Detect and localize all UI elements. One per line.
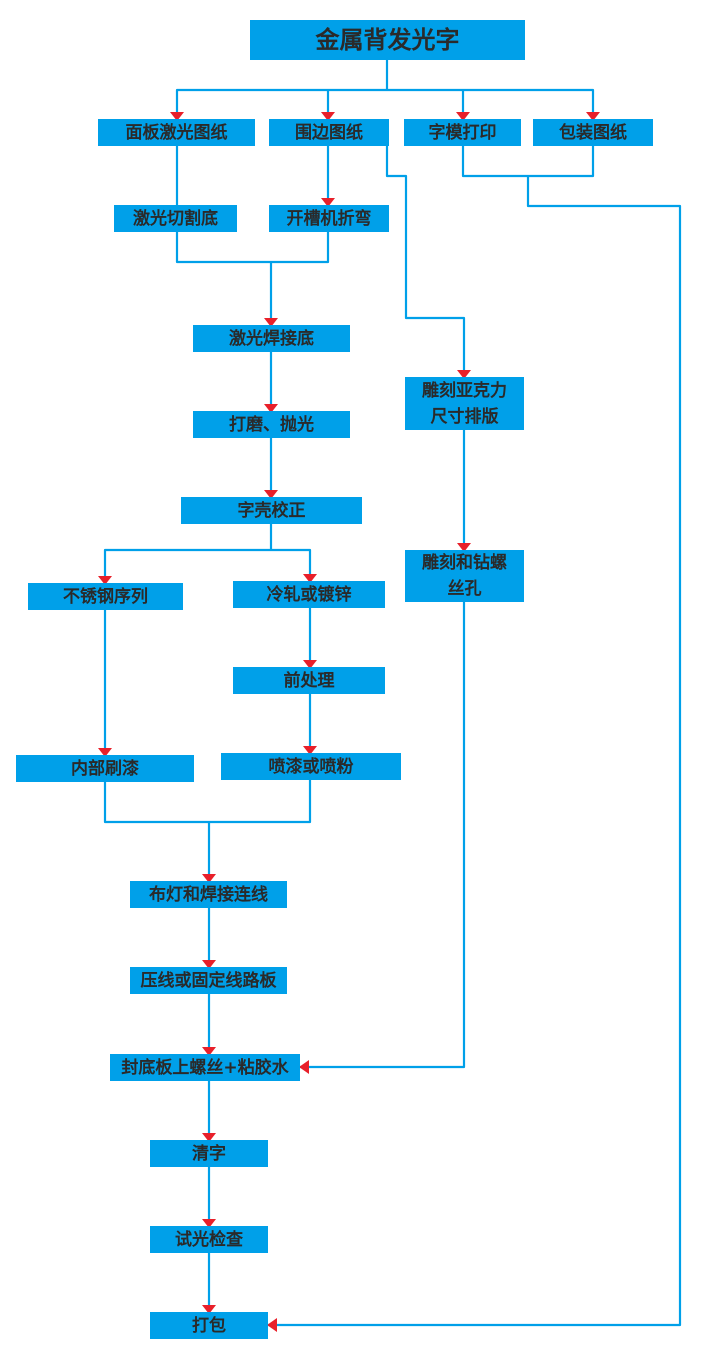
node-side-drawing: 围边图纸 [269,119,389,146]
arrow-icon [303,574,317,583]
arrow-icon [264,404,278,413]
node-fix-circuit-board: 压线或固定线路板 [130,967,287,994]
node-interior-painting: 内部刷漆 [16,755,194,782]
node-led-wiring: 布灯和焊接连线 [130,881,287,908]
node-panel-laser-drawing: 面板激光图纸 [98,119,255,146]
arrow-icon [202,960,216,969]
arrow-icon [98,748,112,757]
arrow-icon [202,1219,216,1228]
node-laser-weld-base: 激光焊接底 [193,325,350,352]
arrow-icon [303,660,317,669]
arrow-icon [264,490,278,499]
arrow-icon [98,576,112,585]
arrow-icon [267,1318,277,1332]
node-engrave-drill: 雕刻和钻螺 丝孔 [405,550,524,602]
node-label-line: 尺寸排版 [430,406,499,427]
node-stainless-series: 不锈钢序列 [28,583,183,610]
arrow-icon [299,1060,309,1074]
arrow-icon [586,112,600,121]
arrow-icon [264,318,278,327]
arrow-icon [456,112,470,121]
node-laser-cut-base: 激光切割底 [114,205,237,232]
node-packing: 打包 [150,1312,268,1339]
node-letter-mold-print: 字模打印 [404,119,521,146]
arrow-icon [457,370,471,379]
arrow-icon [170,112,184,121]
node-slotting-bending: 开槽机折弯 [269,205,389,232]
node-cold-rolled-galvanized: 冷轧或镀锌 [233,581,385,608]
node-shell-correction: 字壳校正 [181,497,362,524]
arrow-icon [321,198,335,207]
node-acrylic-engrave: 雕刻亚克力 尺寸排版 [405,377,524,430]
node-grinding-polishing: 打磨、抛光 [193,411,350,438]
node-clean-letters: 清字 [150,1140,268,1167]
arrowheads [98,112,600,1332]
arrow-icon [321,112,335,121]
arrow-icon [457,543,471,552]
arrow-icon [202,874,216,883]
arrow-icon [303,746,317,755]
node-label-line: 丝孔 [447,579,482,599]
node-label-line: 雕刻和钻螺 [422,553,507,573]
node-pretreatment: 前处理 [233,667,385,694]
arrow-icon [202,1133,216,1142]
arrow-icon [202,1047,216,1056]
arrow-icon [202,1305,216,1314]
node-packaging-drawing: 包装图纸 [533,119,653,146]
node-label-line: 雕刻亚克力 [422,380,507,401]
flowchart-title: 金属背发光字 [250,20,525,60]
node-spray-paint-powder: 喷漆或喷粉 [221,753,401,780]
node-seal-base-screw-glue: 封底板上螺丝+粘胶水 [110,1054,300,1081]
node-light-test: 试光检查 [150,1226,268,1253]
